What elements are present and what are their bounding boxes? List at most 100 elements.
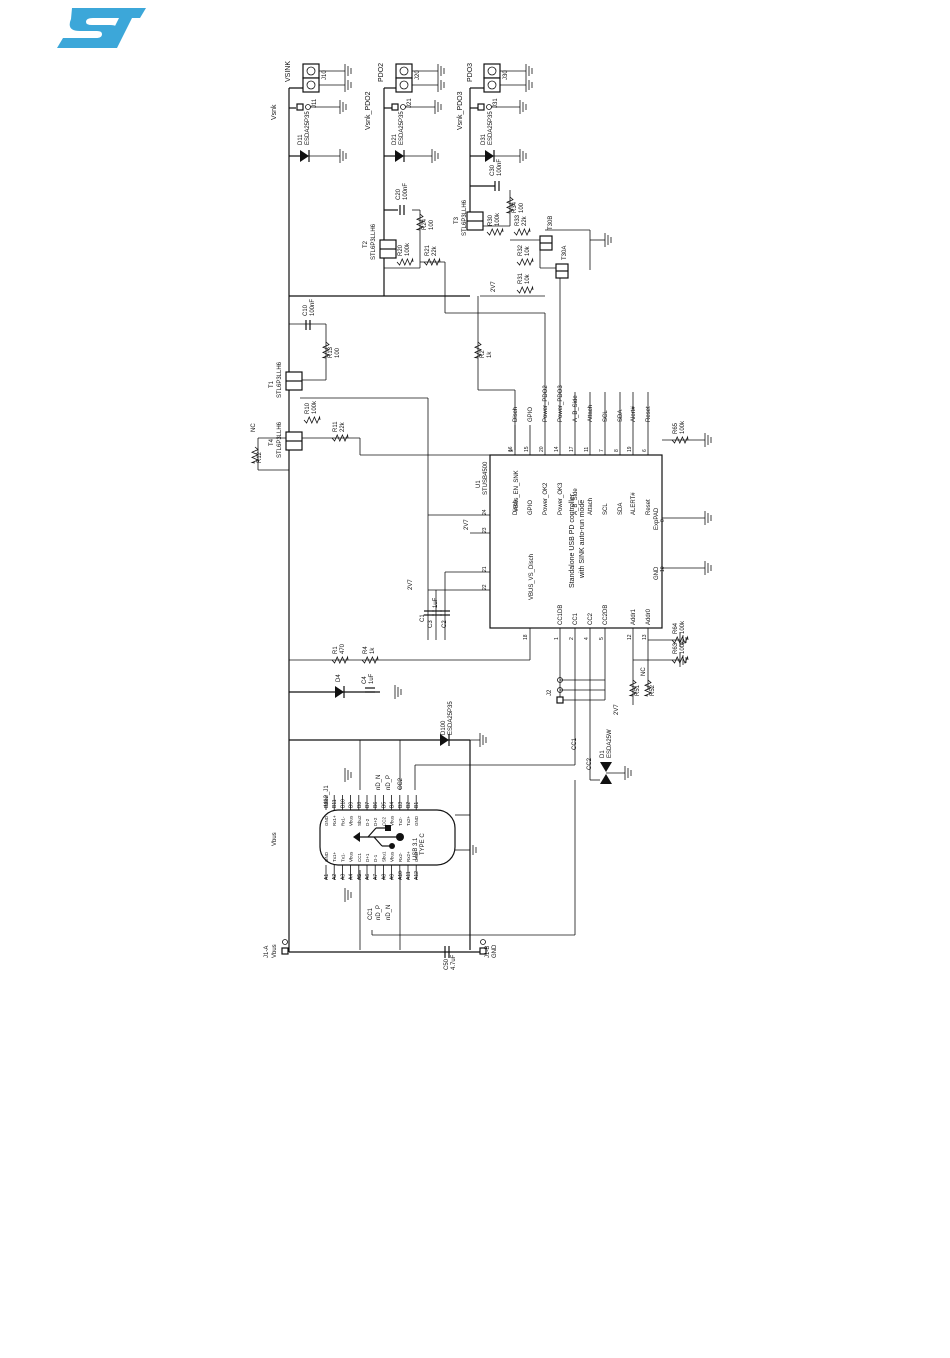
jumper-j2-ref: J2 <box>547 689 553 696</box>
tvs-d11-part: ESDA25P35 <box>305 111 311 145</box>
usb-pin-b-name: Tx2- <box>398 816 403 826</box>
cap-c50: C50 4.7uF <box>444 946 457 970</box>
ground-icon <box>344 64 352 78</box>
usb-pin-a-name: CC1 <box>357 853 362 862</box>
resistor-r11-value: 22k <box>340 421 346 432</box>
connector-j20-ref: J20 <box>415 70 421 80</box>
tvs-d11: D11 ESDA25P35 <box>298 111 340 162</box>
mosfet-t30b: T30B <box>539 216 554 251</box>
tvs-d21: D21 ESDA25P35 <box>392 111 432 162</box>
usb-left-label: nD_P <box>376 905 382 920</box>
connector-j10-ref: J10 <box>322 70 328 80</box>
ic-u1: U1 STUSB4500 Standalone USB PD controlle… <box>476 454 663 629</box>
ic-pin-name: A_B_Side <box>573 488 579 515</box>
usb-pin-b-name: Rx1- <box>340 816 345 826</box>
net-label-v27b: 2V7 <box>408 579 414 590</box>
usb-pin-a: A7 <box>373 874 379 880</box>
ground-icon <box>434 100 442 114</box>
ic-pin-num: 2 <box>569 637 575 640</box>
net-label-cc2: CC2 <box>587 757 593 770</box>
usb-pin-a-name: Rx2- <box>398 852 403 862</box>
usb-pin-b: B11 <box>332 799 338 808</box>
usb-pin-b-name: CC2 <box>381 817 386 826</box>
usb-pin-b-name: D+2 <box>373 817 378 826</box>
usb-pin-b-name: D-2 <box>365 818 370 826</box>
cap-c20: C20 100nF <box>396 183 409 215</box>
mosfet-t1-ref: T1 <box>269 380 275 388</box>
tvs-d31-ref: D31 <box>481 133 487 145</box>
resistor-r65-ref: R65 <box>673 422 679 434</box>
cap-c50-value: 4.7uF <box>451 954 457 970</box>
resistor-r34-value: 100 <box>519 202 525 213</box>
test-point-j21-net: Vsnk_PDO2 <box>365 91 372 130</box>
ground-icon <box>519 149 527 163</box>
usb-pin-b: B7 <box>365 802 371 808</box>
connector-j30: PDO3 J30 <box>467 63 509 93</box>
usb-left-label: nD_N <box>386 905 392 920</box>
resistor-r2-value: 1k <box>487 351 493 358</box>
usb-right-label: nD_P <box>386 775 392 790</box>
ic-pin-num: 7 <box>599 449 605 452</box>
ground-icon <box>525 64 533 78</box>
connector-j30-ref: J30 <box>503 70 509 80</box>
resistor-r33-ref: R33 <box>515 214 521 226</box>
ic-u1-subtitle: with SINK auto-run mode <box>579 500 586 579</box>
ground-icon <box>519 100 527 114</box>
ic-pin-num: 13 <box>642 634 648 640</box>
resistor-r1-ref: R1 <box>333 646 339 654</box>
ic-pin-num: 17 <box>569 446 575 452</box>
ic-pin-name: CC1 <box>573 612 579 625</box>
resistor-r4-ref: R4 <box>363 646 369 654</box>
resistor-r13-ref: R13 <box>328 346 334 358</box>
mosfet-t30a: T30A <box>555 246 569 279</box>
resistor-r51-ref: R51 <box>635 684 641 696</box>
net-label-scl: SCL <box>603 410 609 422</box>
usb-pin-a: A6 <box>365 874 371 880</box>
ic-pin-name: SCL <box>603 503 609 515</box>
mosfet-t1-part: STL6P3LLH6 <box>277 361 283 398</box>
cap-c20-value: 100nF <box>403 183 409 200</box>
cap-c10-ref: C10 <box>303 304 309 316</box>
usb-pin-b: B5 <box>381 802 387 808</box>
usb-pin-a: A3 <box>340 874 346 880</box>
cap-c1-ref: C1 <box>420 614 426 622</box>
usb-pin-a-name: Vbus <box>390 851 395 862</box>
ground-icon <box>431 149 439 163</box>
ic-pin-num: 12 <box>627 634 633 640</box>
usb-pin-b: B4 <box>390 802 396 808</box>
usb-pin-a: A2 <box>332 874 338 880</box>
tvs-d100: D100 ESDA25P35 <box>440 701 480 746</box>
ic-pin-name: Attach <box>588 498 594 515</box>
resistor-r31-value: 10k <box>525 273 531 284</box>
ic-pin-name: ALERT# <box>631 492 637 515</box>
resistor-r65-value: 100k <box>680 420 686 434</box>
usb-pin-a-name: Tx1- <box>340 852 345 862</box>
resistor-r64-value: 100k <box>680 620 686 634</box>
ic-pin-name: Reset <box>646 499 652 515</box>
ic-pin-num: 5 <box>599 637 605 640</box>
resistor-r20-ref: R20 <box>398 244 404 256</box>
ground-icon <box>344 888 352 902</box>
usb-pin-a-name: Vbus <box>349 851 354 862</box>
resistor-r31-ref: R31 <box>518 272 524 284</box>
resistor-r30-ref: R30 <box>488 214 494 226</box>
net-label-gpio: GPIO <box>528 407 534 422</box>
usb-pin-b-name: Vbus <box>349 815 354 826</box>
tvs-d21-ref: D21 <box>392 133 398 145</box>
cap-c30: C30 100nF <box>490 159 503 191</box>
resistor-r63-ref: R63 <box>673 642 679 654</box>
net-label-v27c: 2V7 <box>464 519 470 530</box>
resistor-r32-ref: R32 <box>518 244 524 256</box>
usb-left-label: CC1 <box>368 907 374 920</box>
tvs-d31-part: ESDA25P35 <box>488 111 494 145</box>
ic-pin-num: 19 <box>627 446 633 452</box>
